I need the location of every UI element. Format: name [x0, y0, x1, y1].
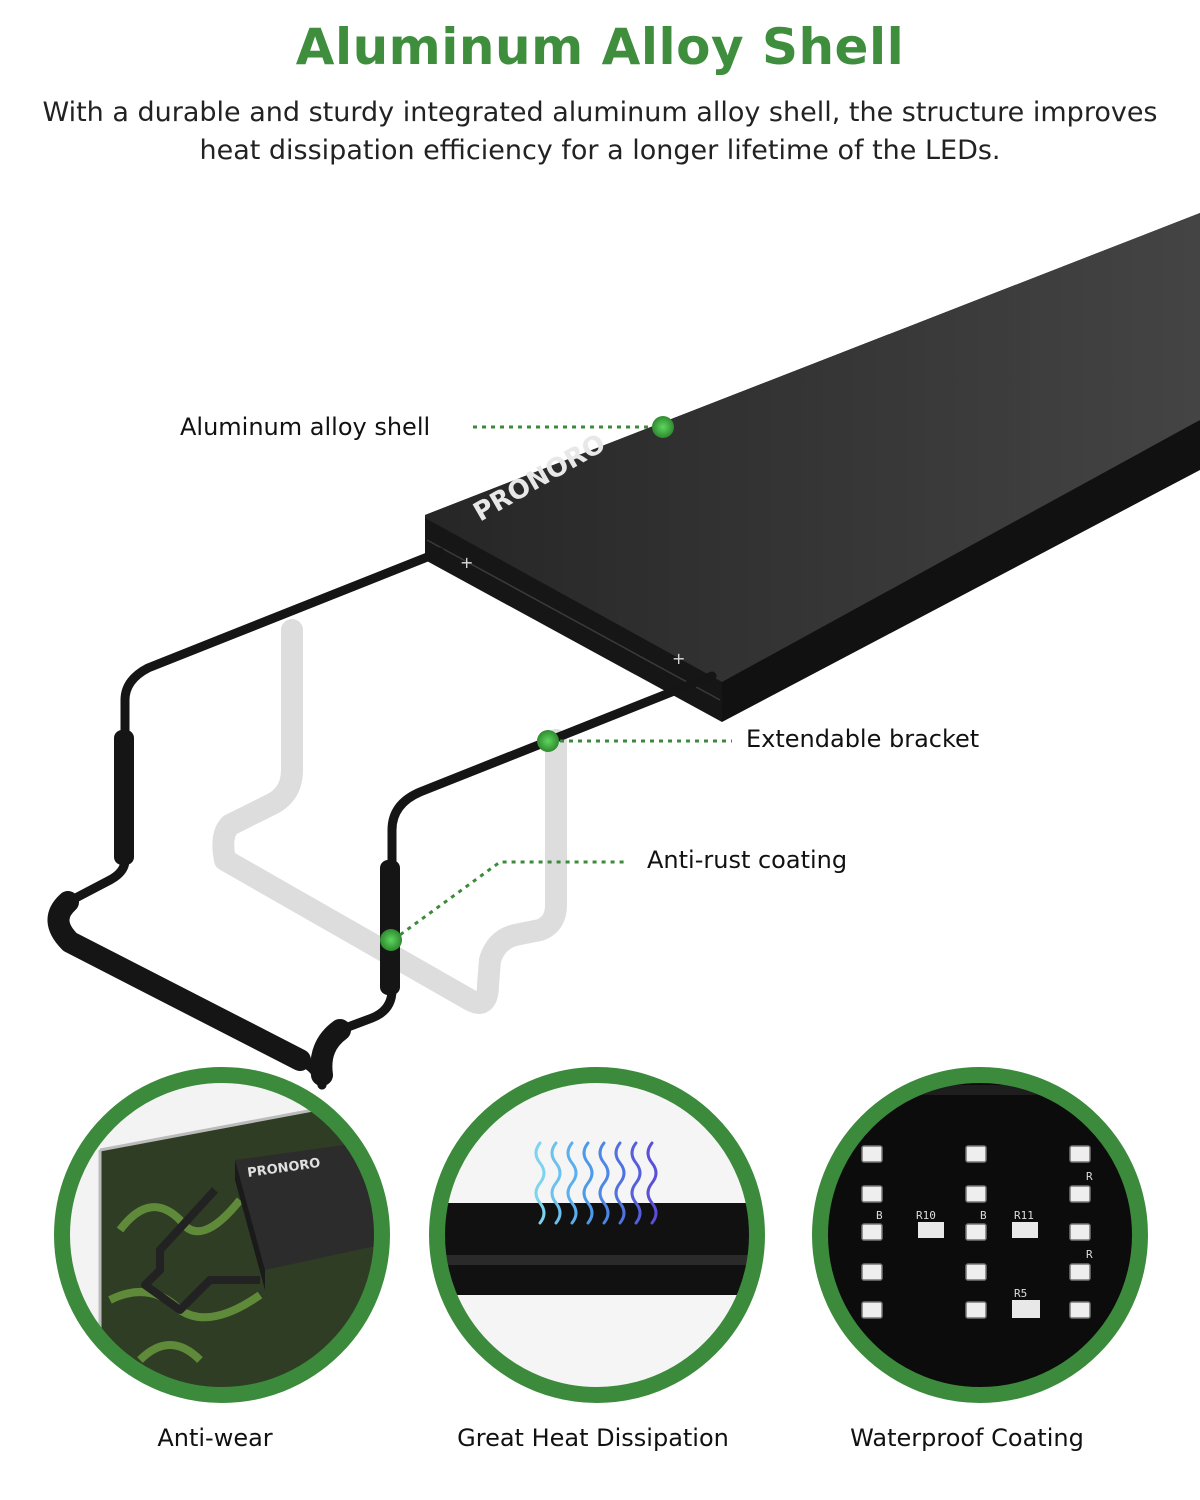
feature-circle-waterproof: B R10 B R11 R5 R R: [812, 1067, 1148, 1403]
feature-circle-anti-wear: PRONORO: [54, 1067, 390, 1403]
heat-waves-icon: [534, 1141, 658, 1225]
pcb-label: R10: [916, 1209, 936, 1222]
page-subtitle: With a durable and sturdy integrated alu…: [42, 97, 1158, 166]
callout-label-shell: Aluminum alloy shell: [180, 413, 431, 441]
feature-caption-anti-wear: Anti-wear: [157, 1424, 273, 1452]
callout-label-bracket: Extendable bracket: [746, 725, 980, 753]
extendable-bracket: [47, 547, 717, 1090]
feature-circle-heat-dissipation: [429, 1067, 765, 1403]
callout-leaders: [392, 425, 732, 942]
pcb-label: R11: [1014, 1209, 1034, 1222]
feature-caption-heat: Great Heat Dissipation: [457, 1424, 729, 1452]
page-title: Aluminum Alloy Shell: [295, 18, 905, 76]
feature-caption-waterproof: Waterproof Coating: [850, 1424, 1084, 1452]
callout-dot-shell: [652, 416, 674, 438]
light-bar: PRONORO + +: [425, 213, 1200, 722]
ghost-bracket: [212, 619, 567, 1014]
callout-label-coating: Anti-rust coating: [647, 846, 848, 874]
callout-dot-coating: [380, 929, 402, 951]
pcb-label: B: [876, 1209, 883, 1222]
callout-dot-bracket: [537, 730, 559, 752]
led-chips: [861, 1145, 1091, 1319]
pcb-label: R: [1086, 1170, 1093, 1183]
pcb-label: B: [980, 1209, 987, 1222]
svg-text:+: +: [460, 553, 473, 572]
pcb-label: R: [1086, 1248, 1093, 1261]
resistors: [918, 1222, 1040, 1318]
pcb-label: R5: [1014, 1287, 1027, 1300]
svg-text:+: +: [672, 649, 685, 668]
